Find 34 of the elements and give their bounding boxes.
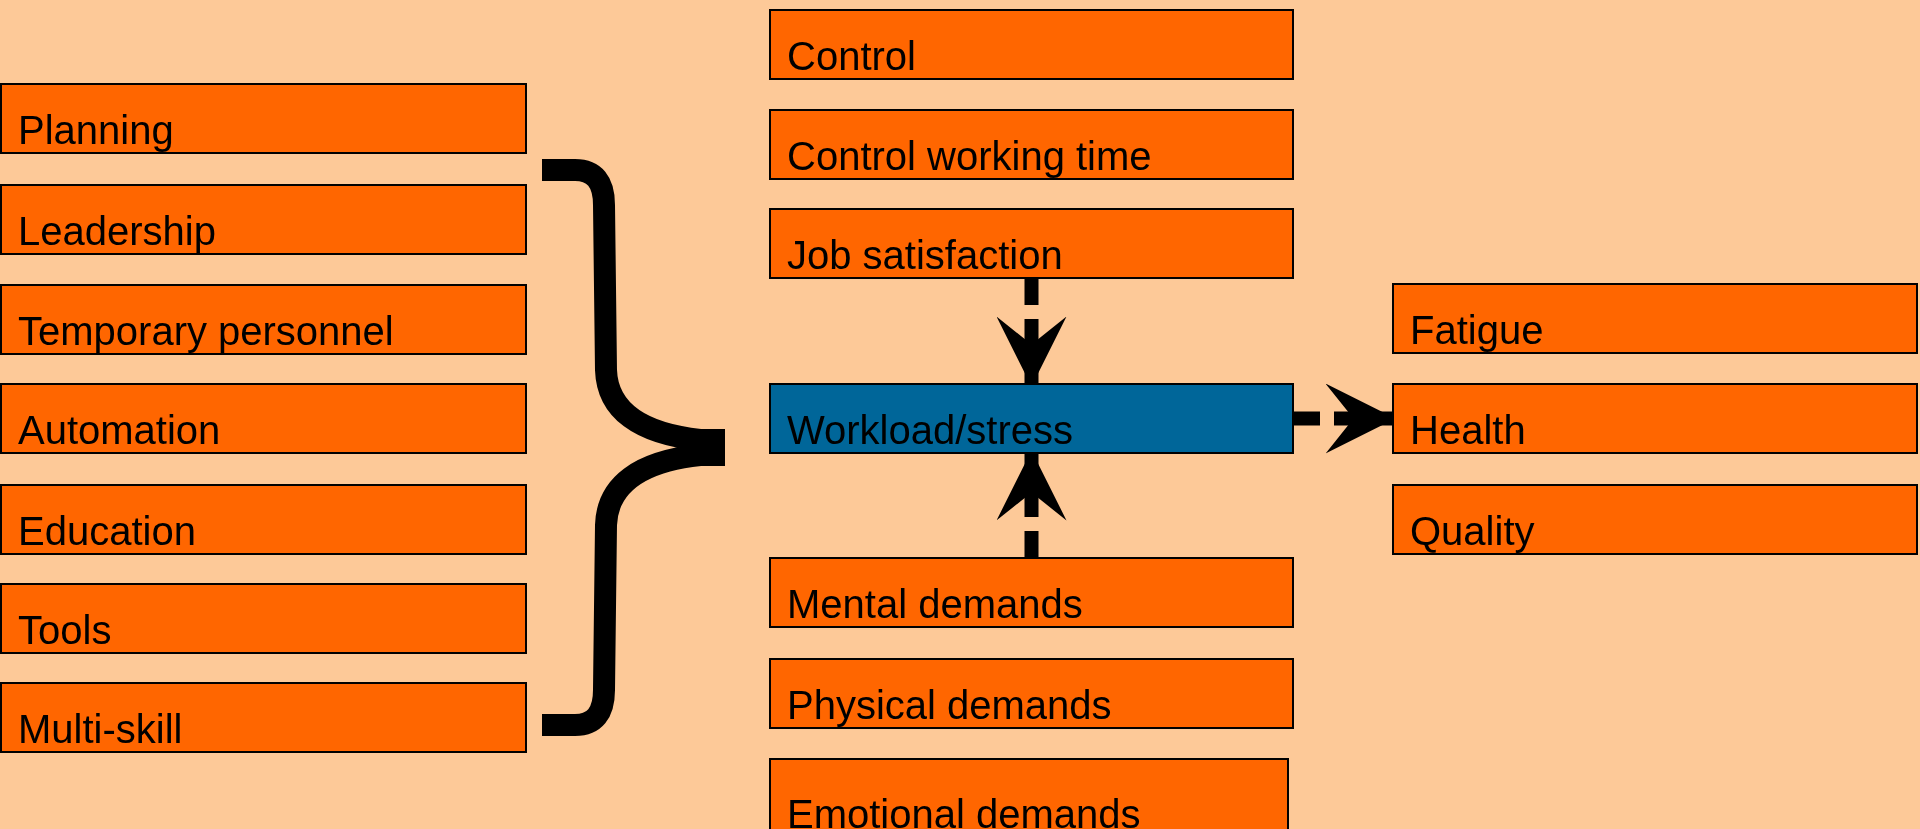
factor-box [769,9,1294,80]
box-label: Education [18,509,197,553]
box-label: Planning [18,108,175,152]
factor-box [769,658,1294,729]
box-label: Quality [1410,509,1536,553]
factor-box [0,284,527,355]
box-label: Tools [18,608,113,652]
factor-box [0,682,527,753]
box-label: Workload/stress [787,408,1074,452]
box-label: Health [1410,408,1527,452]
highlighted-box [769,383,1294,454]
factor-box [769,109,1294,180]
box-label: Temporary personnel [18,309,395,353]
box-label: Mental demands [787,582,1084,626]
factor-box [1392,383,1918,454]
factor-box [769,208,1294,279]
factor-box [0,83,527,154]
factor-box [1392,484,1918,555]
factor-box [769,557,1294,628]
box-label: Control working time [787,134,1153,178]
factor-box [769,758,1289,829]
box-label: Physical demands [787,683,1113,727]
factor-box [0,583,527,654]
box-label: Fatigue [1410,308,1545,352]
box-label: Control [787,34,917,78]
factor-box [0,184,527,255]
box-label: Automation [18,408,222,452]
box-label: Job satisfaction [787,233,1064,277]
box-label: Multi-skill [18,707,184,751]
factor-box [0,383,527,454]
factor-box [0,484,527,555]
box-label: Leadership [18,209,217,253]
factor-box [1392,283,1918,354]
box-label: Emotional demands [787,792,1142,829]
